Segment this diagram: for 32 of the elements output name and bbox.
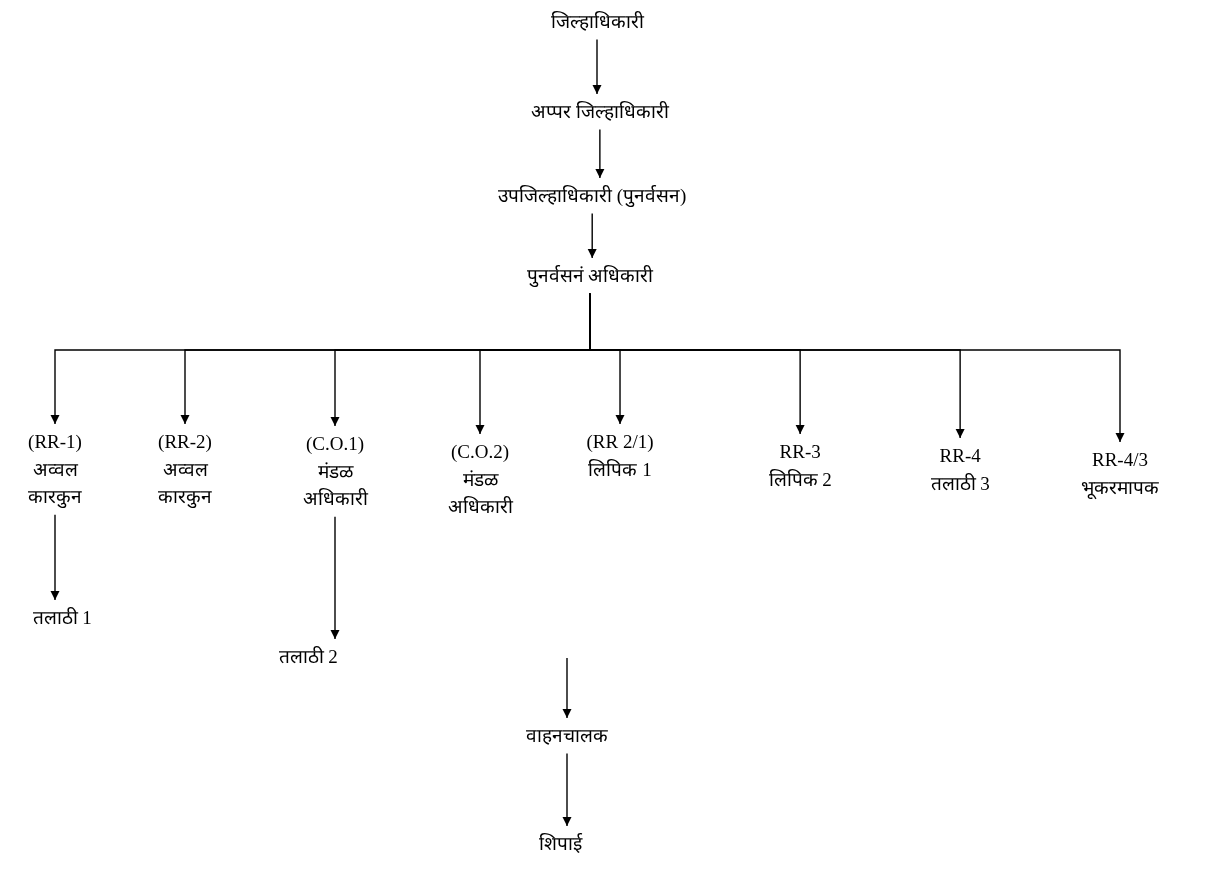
position-label: पुनर्वसनं अधिकारी xyxy=(526,262,654,290)
position-label: शिपाई xyxy=(538,830,582,858)
arrow xyxy=(595,128,605,179)
position-label: अव्वल कारकुन xyxy=(27,457,83,510)
position-label: तलाठी 1 xyxy=(32,604,92,632)
position-label: वाहनचालक xyxy=(526,722,608,750)
arrow xyxy=(562,657,572,719)
arrow xyxy=(50,513,60,601)
arrow xyxy=(587,212,597,259)
position-code: (RR-2) xyxy=(157,430,213,454)
position-label: लिपिक 1 xyxy=(587,457,653,482)
position-label: अव्वल कारकुन xyxy=(157,457,213,510)
position-label: तलाठी 3 xyxy=(930,471,990,496)
position-label: उपजिल्हाधिकारी (पुनर्वसन) xyxy=(498,182,687,210)
position-code: (C.O.2) xyxy=(449,440,511,464)
position-code: (RR 2/1) xyxy=(586,430,654,454)
position-code: RR-3 xyxy=(778,440,822,464)
position-label: भूकरमापक xyxy=(1081,475,1159,501)
position-label: मंडळ अधिकारी xyxy=(446,467,514,520)
position-code: RR-4/3 xyxy=(1091,448,1149,472)
arrow xyxy=(330,515,340,640)
position-label: तलाठी 2 xyxy=(278,643,338,671)
position-label: जिल्हाधिकारी xyxy=(550,8,644,36)
position-code: (RR-1) xyxy=(27,430,83,454)
position-label: मंडळ अधिकारी xyxy=(301,459,369,512)
position-code: RR-4 xyxy=(938,444,982,468)
position-code: (C.O.1) xyxy=(304,432,366,456)
arrow xyxy=(562,752,572,827)
position-label: अप्पर जिल्हाधिकारी xyxy=(531,98,669,126)
arrow xyxy=(592,38,602,95)
arrow xyxy=(589,292,1125,443)
position-label: लिपिक 2 xyxy=(768,467,832,492)
